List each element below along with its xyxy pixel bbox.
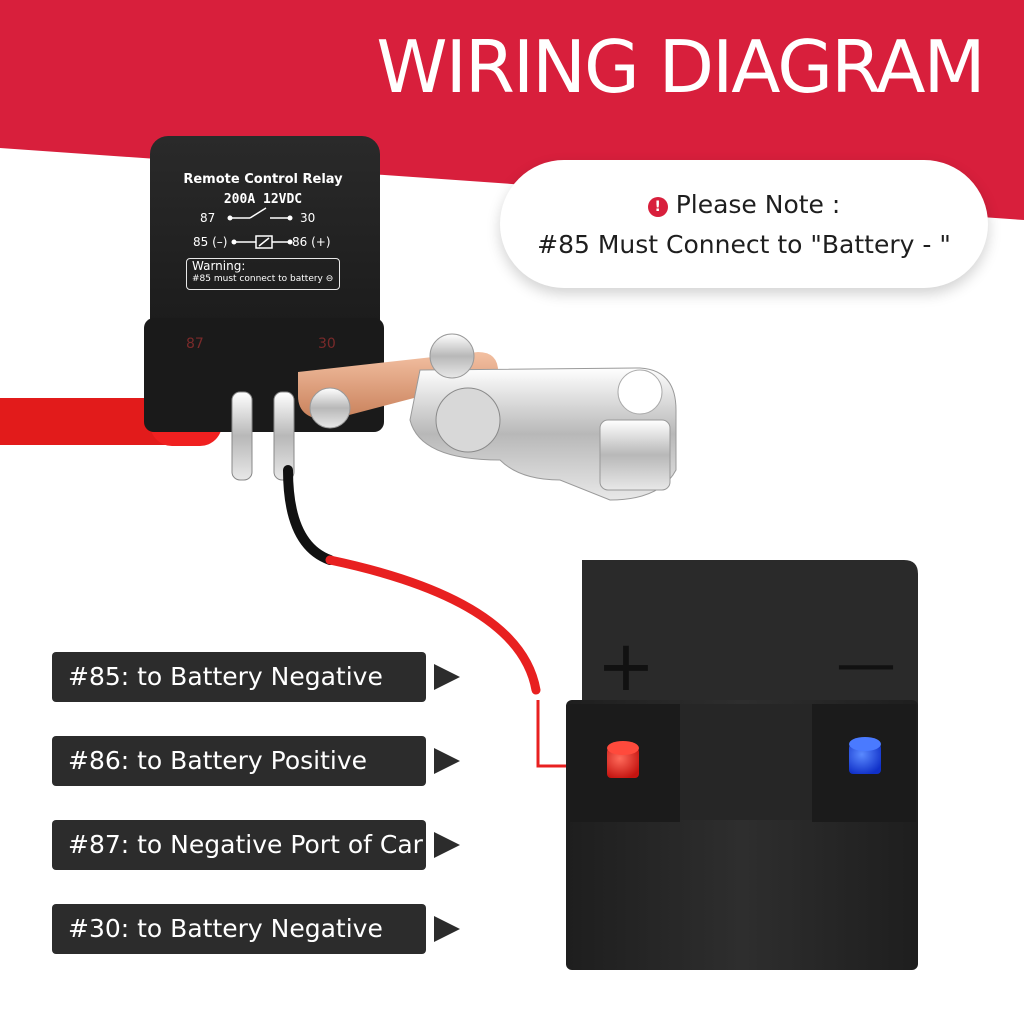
note-body: #85 Must Connect to "Battery - " [537,230,951,259]
relay-pin-dot [287,215,293,221]
arrow-right-icon [434,832,460,858]
page-title: WIRING DIAGRAM [376,25,985,109]
connection-label-85: #85: to Battery Negative [52,652,426,702]
relay-pin-87: 87 [200,211,216,225]
relay-pin-85: 85 (–) [193,235,228,249]
battery-center-ridge [680,704,812,820]
thin-black-wire [283,465,335,565]
clamp-top-nut [429,333,475,379]
relay-warning-box [186,258,340,290]
connection-label-30: #30: to Battery Negative [52,904,426,954]
relay-pin-30: 30 [300,211,316,225]
connection-label-87: #87: to Negative Port of Car [52,820,426,870]
relay-schematic [230,207,290,249]
relay-port-87-label: 87 [186,336,204,352]
terminal-85-spade [231,391,253,481]
relay-warning-title: Warning: [192,259,246,273]
clamp-bolt-head [617,369,663,415]
relay-pin-dot [231,239,237,245]
arrow-right-icon [434,664,460,690]
relay-port-30-label: 30 [318,336,336,352]
relay-pin-86: 86 (+) [292,235,331,249]
connection-label-86: #86: to Battery Positive [52,736,426,786]
relay-rating: 200A 12VDC [223,192,303,207]
clamp-bolt [599,419,671,491]
note-heading: Please Note : [675,190,841,219]
clamp-hole [435,387,501,453]
strap-nut [309,387,351,429]
relay-pin-dot [287,239,293,245]
note-heading-row: ! Please Note : [500,188,988,222]
thin-red-wire [325,555,541,695]
battery-plus-symbol: + [597,625,656,707]
negative-terminal [849,737,881,774]
exclamation-circle-icon: ! [647,197,668,217]
battery-minus-symbol: — [836,629,896,699]
battery-top [582,560,918,720]
relay-warning-text: #85 must connect to battery ⊖ [192,274,334,284]
relay-name: Remote Control Relay [183,172,343,187]
arrow-right-icon [434,916,460,942]
positive-terminal [607,741,639,778]
arrow-right-icon [434,748,460,774]
note-bubble: ! Please Note : #85 Must Connect to "Batt… [500,160,988,288]
relay-pin-dot [227,215,233,221]
